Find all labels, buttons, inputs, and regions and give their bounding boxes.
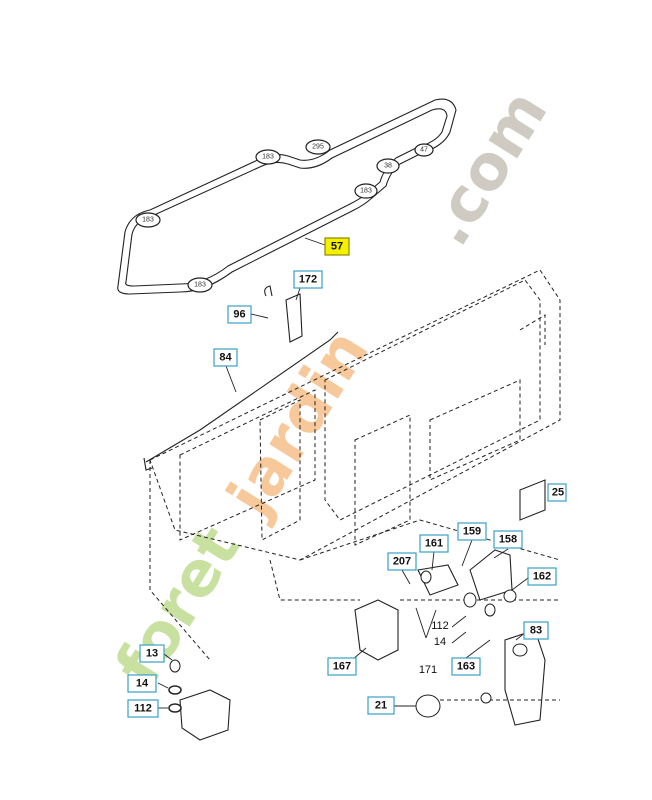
callout-84[interactable]: 84	[213, 348, 238, 367]
callout-belt[interactable]: 57	[324, 237, 350, 256]
pulley-47: 47	[414, 143, 434, 157]
callout-158[interactable]: 158	[493, 530, 523, 549]
callout-161[interactable]: 161	[419, 534, 449, 553]
pulley-label: 295	[312, 144, 324, 151]
pulley-183-a: 183	[255, 149, 281, 165]
lever-bracket	[264, 285, 303, 343]
lower-assemblies	[168, 479, 546, 741]
callout-171: 171	[419, 664, 437, 676]
callout-label: 159	[463, 526, 481, 538]
callout-label: 158	[499, 534, 517, 546]
callout-label: 172	[299, 274, 317, 286]
watermark-part-3: .com	[411, 77, 562, 258]
pulley-label: 47	[420, 147, 428, 154]
callout-label: 161	[425, 538, 443, 550]
pulley-label: 38	[384, 163, 392, 170]
pulley-295: 295	[305, 139, 331, 155]
callout-83[interactable]: 83	[523, 621, 549, 640]
callout-label: 112	[431, 620, 449, 632]
callout-159[interactable]: 159	[457, 522, 487, 541]
callout-label: 13	[146, 648, 158, 660]
drive-belt	[117, 98, 457, 295]
callout-112[interactable]: 112	[127, 699, 159, 718]
leader-lines	[157, 237, 529, 709]
callout-label: 96	[233, 309, 245, 321]
callout-label: 83	[530, 625, 542, 637]
callout-96[interactable]: 96	[227, 305, 252, 324]
callout-label: 112	[134, 703, 152, 715]
callout-label: 167	[333, 661, 351, 673]
callout-14-mid: 14	[434, 636, 446, 648]
callout-162[interactable]: 162	[527, 567, 557, 586]
linkage-rod	[143, 331, 339, 471]
callout-label: 84	[219, 352, 232, 364]
pulley-183-b: 183	[354, 183, 378, 199]
callout-21[interactable]: 21	[367, 696, 395, 715]
pulley-label: 183	[360, 188, 372, 195]
pulley-38: 38	[376, 158, 400, 174]
pulley-label: 183	[142, 217, 154, 224]
callout-207[interactable]: 207	[387, 552, 417, 571]
pulley-label: 183	[262, 154, 274, 161]
callout-label: 25	[552, 487, 564, 499]
callout-172[interactable]: 172	[293, 270, 323, 289]
callout-label: 21	[375, 700, 387, 712]
callout-label: 171	[419, 664, 437, 676]
callout-14[interactable]: 14	[127, 674, 157, 693]
callout-label: 57	[331, 241, 343, 253]
pulley-label: 183	[194, 282, 206, 289]
mower-deck-frame	[149, 269, 561, 701]
callout-112-mid: 112	[431, 620, 449, 632]
callout-label: 163	[457, 661, 475, 673]
callout-label: 207	[393, 556, 411, 568]
callout-label: 14	[136, 678, 149, 690]
callout-label: 162	[533, 571, 551, 583]
callout-13[interactable]: 13	[139, 644, 165, 663]
callout-label: 14	[434, 636, 446, 648]
callout-167[interactable]: 167	[327, 657, 357, 676]
pulley-183-d: 183	[187, 277, 213, 293]
callout-163[interactable]: 163	[451, 657, 481, 676]
callout-25[interactable]: 25	[547, 483, 567, 502]
pulley-183-c: 183	[135, 212, 161, 228]
